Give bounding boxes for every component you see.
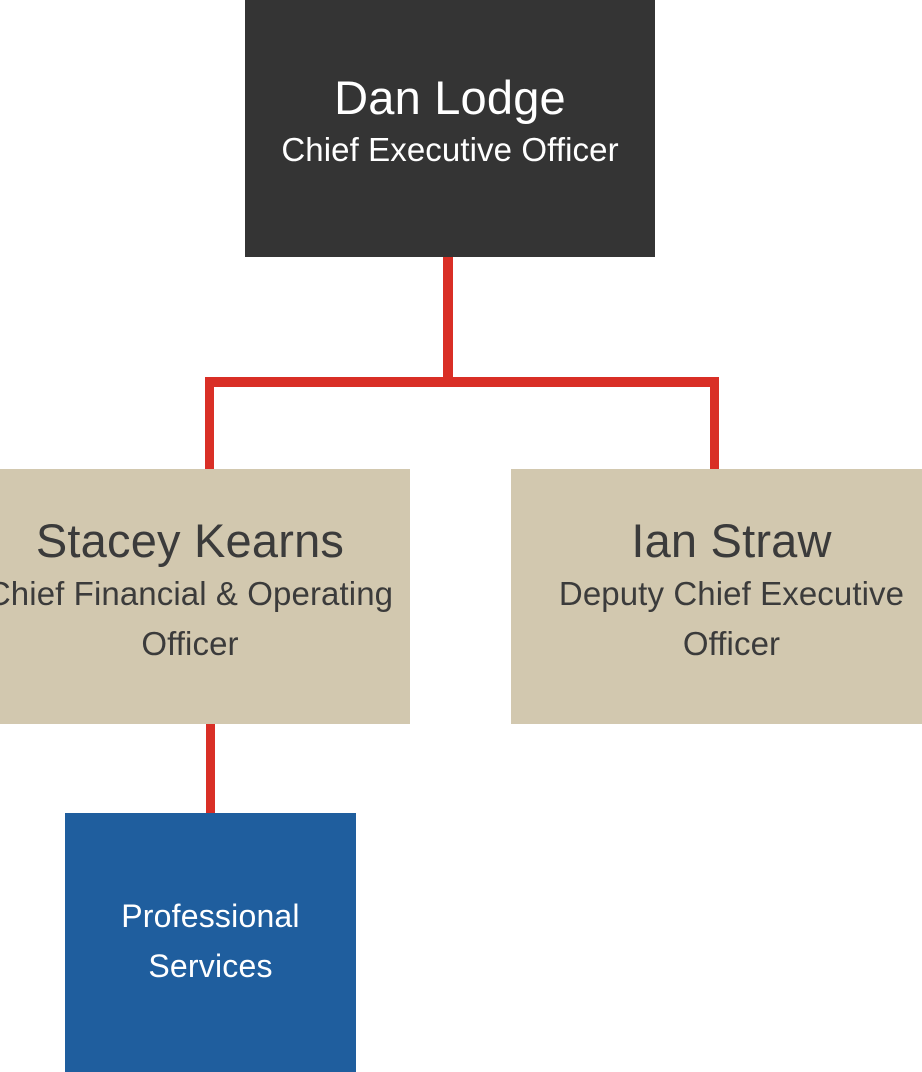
node-deputy-ceo[interactable]: Ian Straw Deputy Chief Executive Officer bbox=[511, 469, 922, 724]
node-ceo[interactable]: Dan Lodge Chief Executive Officer bbox=[245, 0, 655, 257]
node-professional-services-name: Professional Services bbox=[121, 898, 300, 984]
node-professional-services[interactable]: Professional Services bbox=[65, 813, 356, 1072]
node-ceo-title: Chief Executive Officer bbox=[281, 130, 619, 168]
connector-level2-bus bbox=[205, 377, 719, 387]
node-cfo-name: Stacey Kearns bbox=[35, 514, 345, 568]
node-deputy-ceo-name: Ian Straw bbox=[631, 514, 832, 568]
node-cfo-title: Chief Financial & Operating Officer bbox=[0, 575, 394, 663]
node-cfo[interactable]: Stacey Kearns Chief Financial & Operatin… bbox=[0, 469, 410, 724]
connector-to-cfo bbox=[205, 377, 214, 469]
connector-to-deputy-ceo bbox=[710, 377, 719, 469]
node-ceo-name: Dan Lodge bbox=[334, 70, 566, 124]
connector-cfo-to-professional-services bbox=[206, 724, 215, 814]
node-deputy-ceo-title: Deputy Chief Executive Officer bbox=[558, 575, 905, 663]
connector-ceo-stem bbox=[443, 257, 453, 387]
